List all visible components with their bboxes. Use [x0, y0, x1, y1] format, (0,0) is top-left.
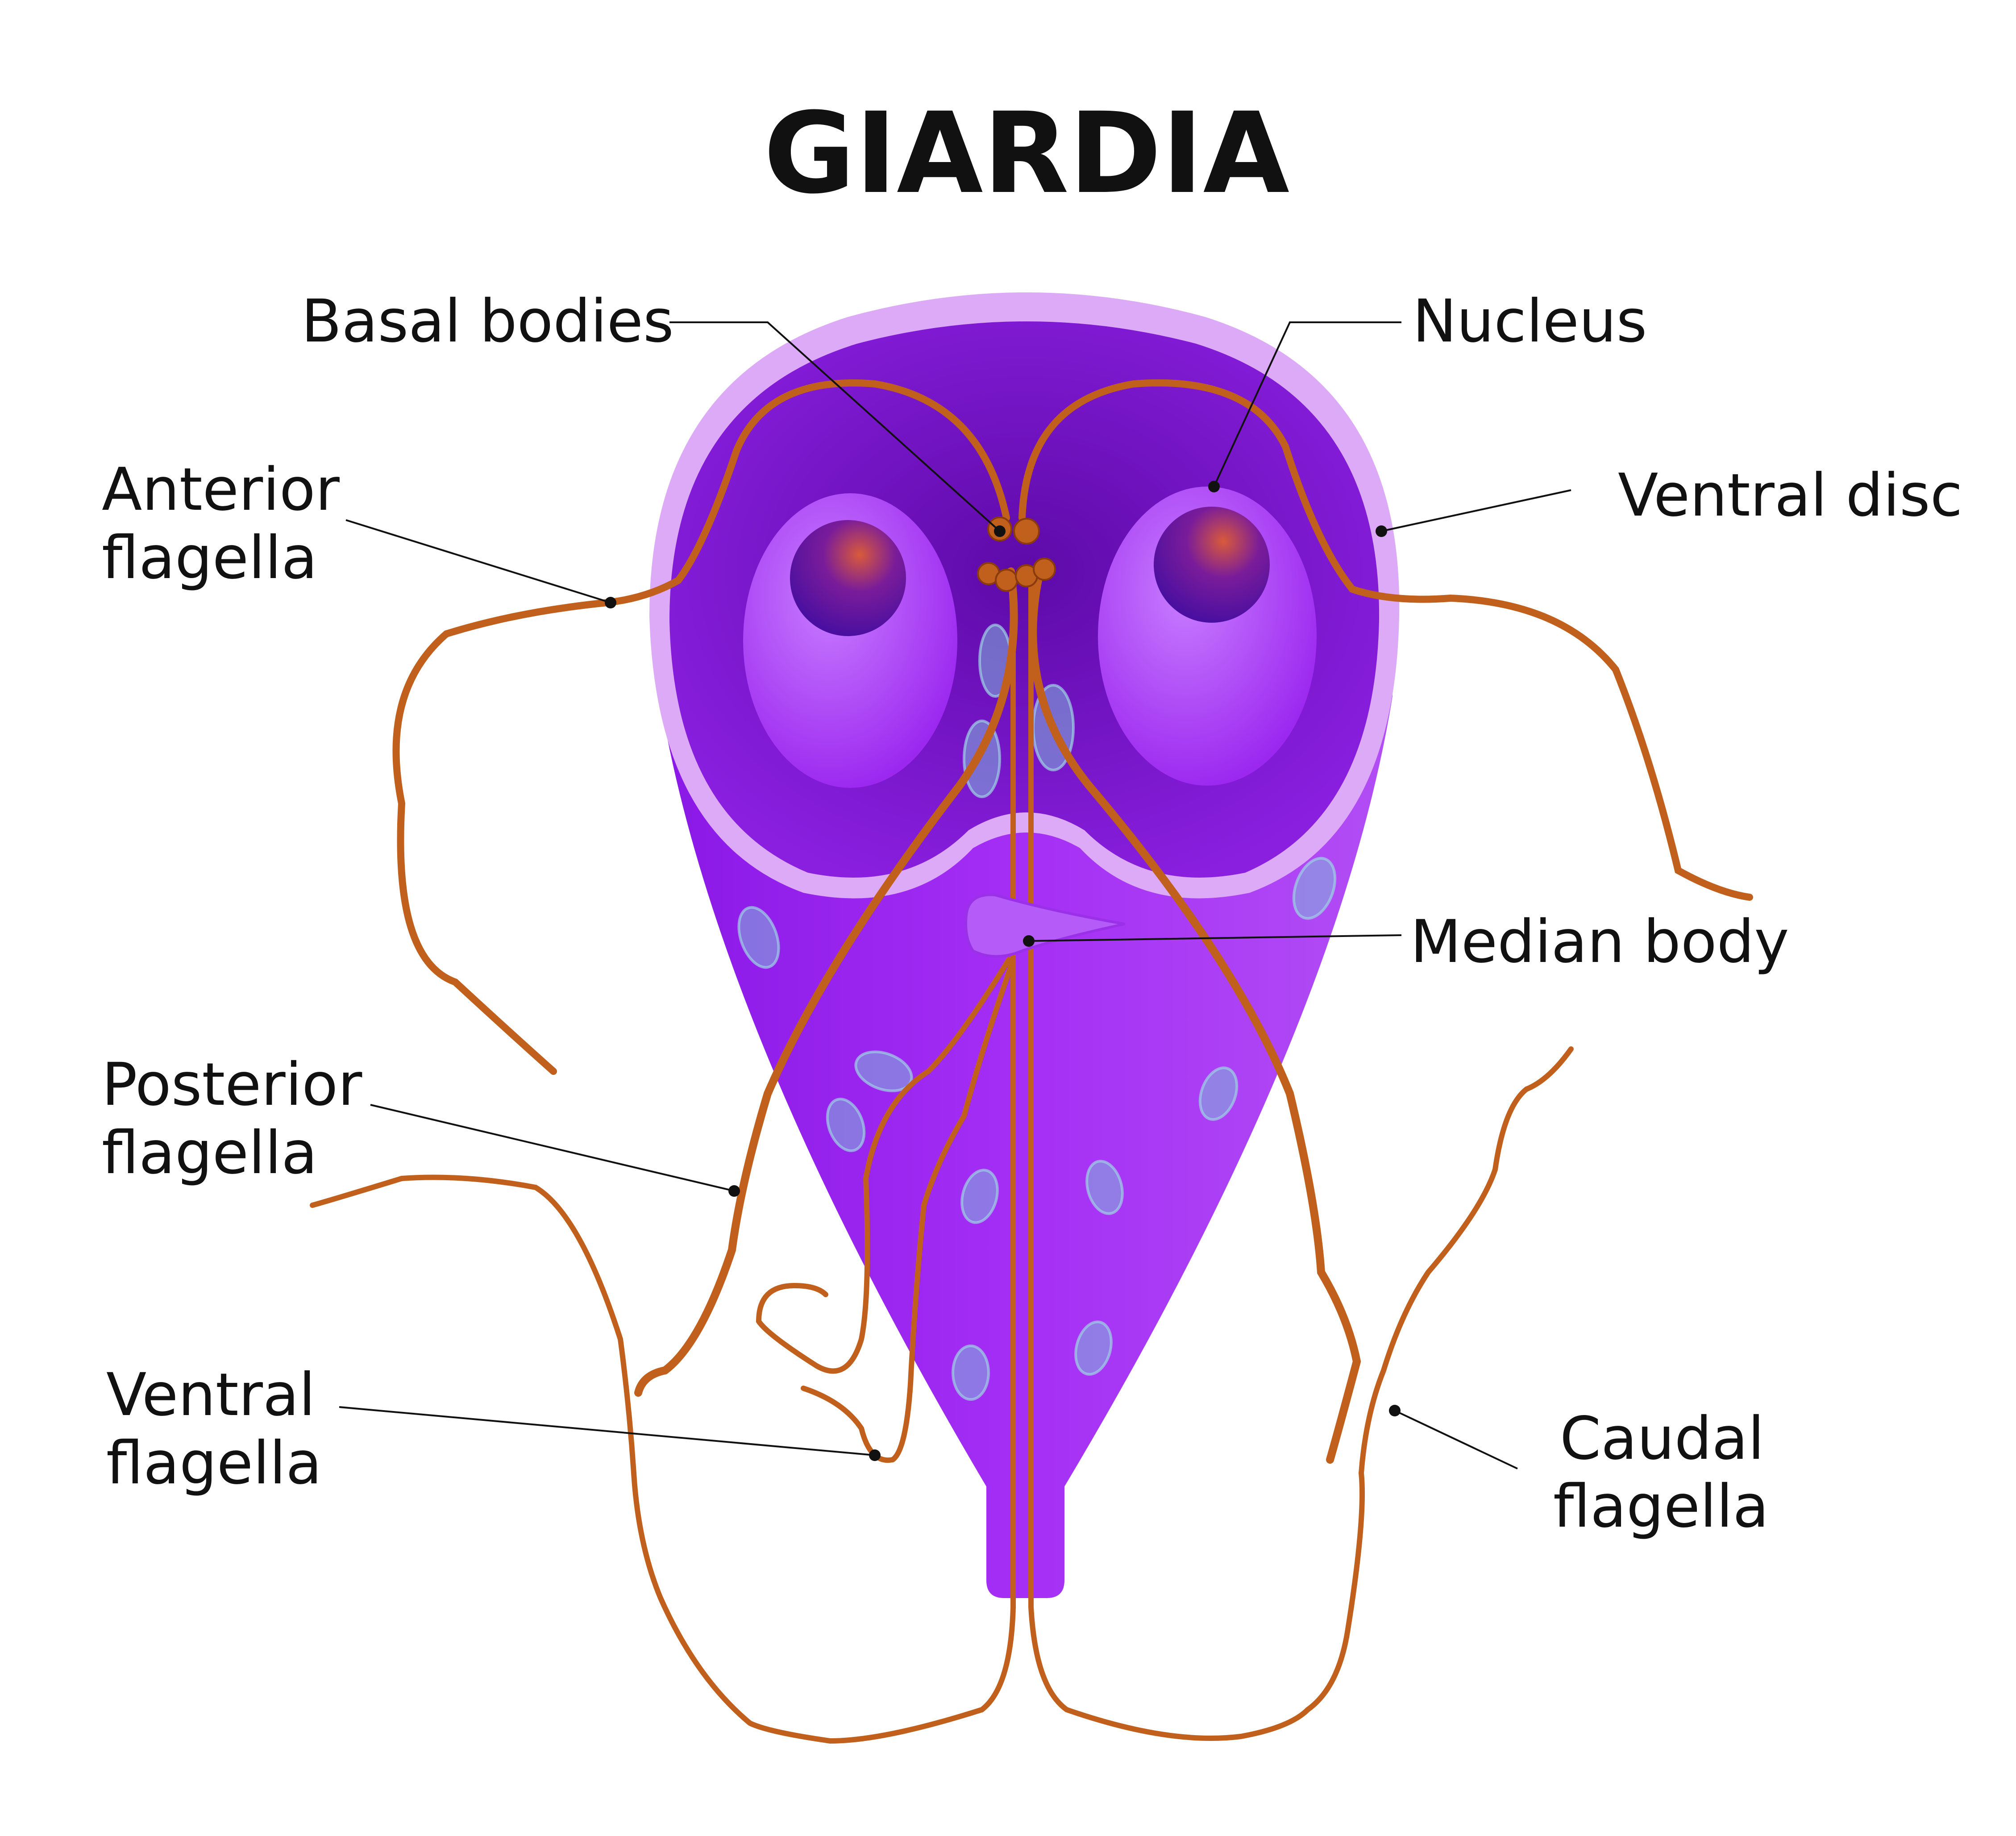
- label-posterior-flagella-2: flagella: [102, 1119, 317, 1187]
- label-nucleus: Nucleus: [1413, 287, 1647, 356]
- label-caudal-flagella-2: flagella: [1553, 1472, 1769, 1541]
- label-basal-bodies: Basal bodies: [301, 287, 674, 356]
- karyosome-left: [790, 520, 906, 636]
- page-title: GIARDIA: [764, 88, 1289, 218]
- karyosome-right: [1154, 507, 1270, 623]
- label-posterior-flagella-1: Posterior: [102, 1050, 362, 1119]
- median-body: [964, 893, 1125, 958]
- flagella: [310, 379, 1753, 1744]
- leader-lines: [339, 321, 1571, 1470]
- label-ventral-flagella-2: flagella: [106, 1429, 322, 1498]
- label-median-body: Median body: [1410, 908, 1789, 976]
- label-ventral-flagella-1: Ventral: [106, 1361, 316, 1429]
- basal-bodies: [977, 516, 1056, 592]
- label-anterior-flagella-2: flagella: [102, 524, 317, 592]
- label-ventral-disc: Ventral disc: [1618, 461, 1962, 530]
- label-caudal-flagella-1: Caudal: [1560, 1404, 1764, 1473]
- vesicles: [737, 624, 1337, 1401]
- label-anterior-flagella-1: Anterior: [102, 455, 340, 524]
